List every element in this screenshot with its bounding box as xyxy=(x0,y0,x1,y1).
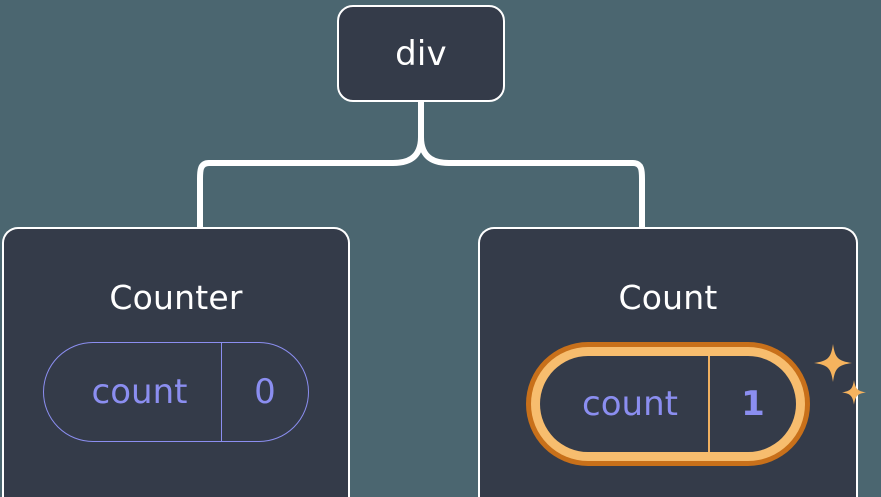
state-chip-count[interactable]: count 1 xyxy=(540,356,796,452)
connector-to-right-child xyxy=(418,136,645,229)
node-root-label: div xyxy=(395,33,447,74)
state-key-label: count xyxy=(91,372,188,412)
sparkle-large-icon xyxy=(814,344,852,382)
connector-to-left-child xyxy=(197,136,424,229)
state-key-label: count xyxy=(582,384,678,424)
node-counter[interactable]: Counter count 0 xyxy=(2,227,350,497)
state-value-label: 0 xyxy=(221,343,308,441)
sparkle-group xyxy=(814,344,866,405)
state-chip-highlight-ring-inner: count 1 xyxy=(531,347,805,461)
state-chip-counter[interactable]: count 0 xyxy=(43,342,309,442)
state-value-label: 1 xyxy=(708,356,796,452)
state-chip-wrapper-count: count 1 xyxy=(526,342,866,466)
node-count[interactable]: Count count 1 xyxy=(478,227,866,497)
state-chip-wrapper-counter: count 0 xyxy=(43,342,309,442)
node-count-title: Count xyxy=(618,278,718,317)
node-counter-title: Counter xyxy=(109,278,243,317)
state-chip-highlight-ring-outer: count 1 xyxy=(526,342,810,466)
node-root-div[interactable]: div xyxy=(337,5,505,102)
sparkle-small-icon xyxy=(842,380,866,405)
